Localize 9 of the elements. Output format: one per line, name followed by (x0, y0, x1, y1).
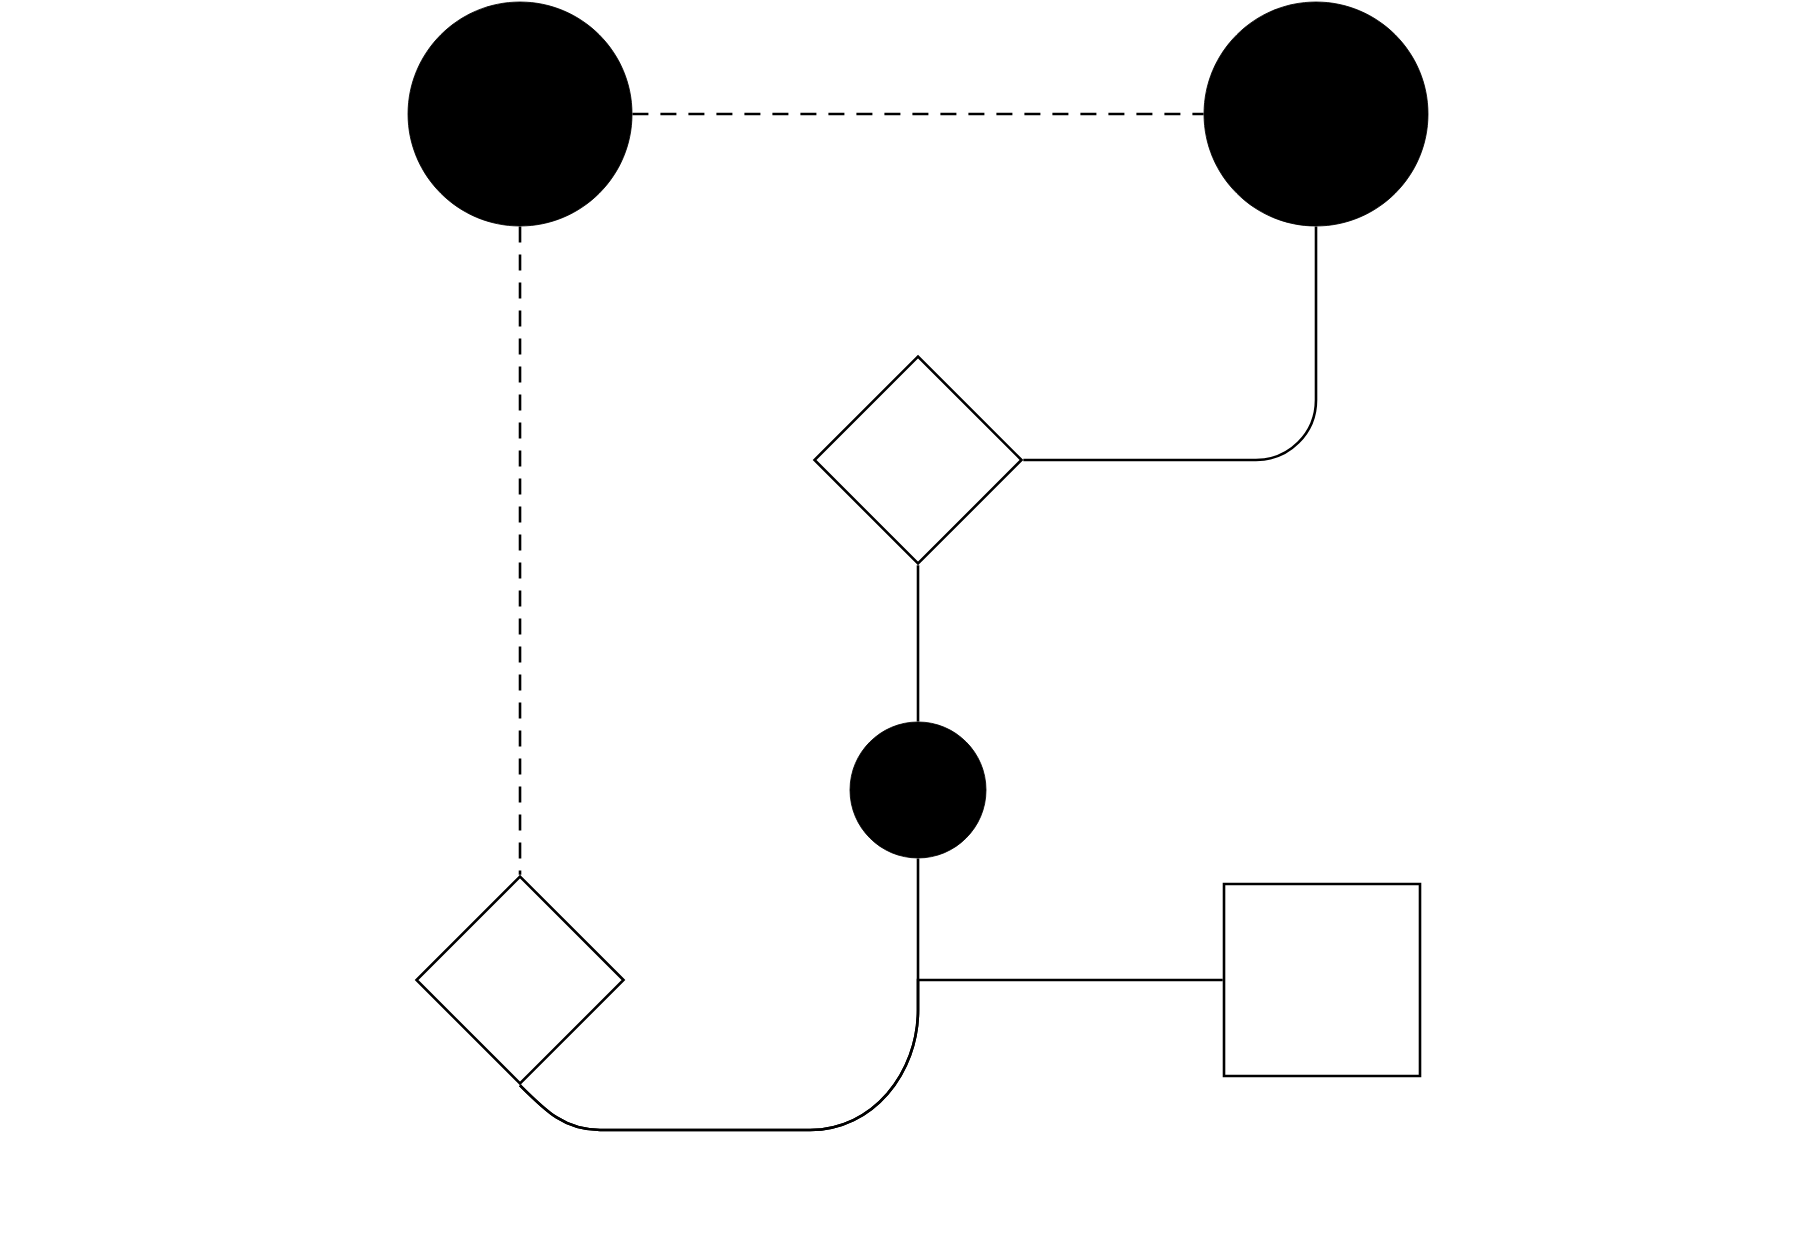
dashed-connector (632, 112, 1204, 116)
marker-circle (1203, 1, 1429, 227)
dashed-connector (518, 226, 522, 875)
connector (519, 978, 1223, 1132)
connector (1023, 226, 1318, 462)
marker-circle (849, 721, 987, 859)
marker-circle (407, 1, 633, 227)
connector (916, 565, 920, 722)
square-box (1222, 882, 1422, 1078)
